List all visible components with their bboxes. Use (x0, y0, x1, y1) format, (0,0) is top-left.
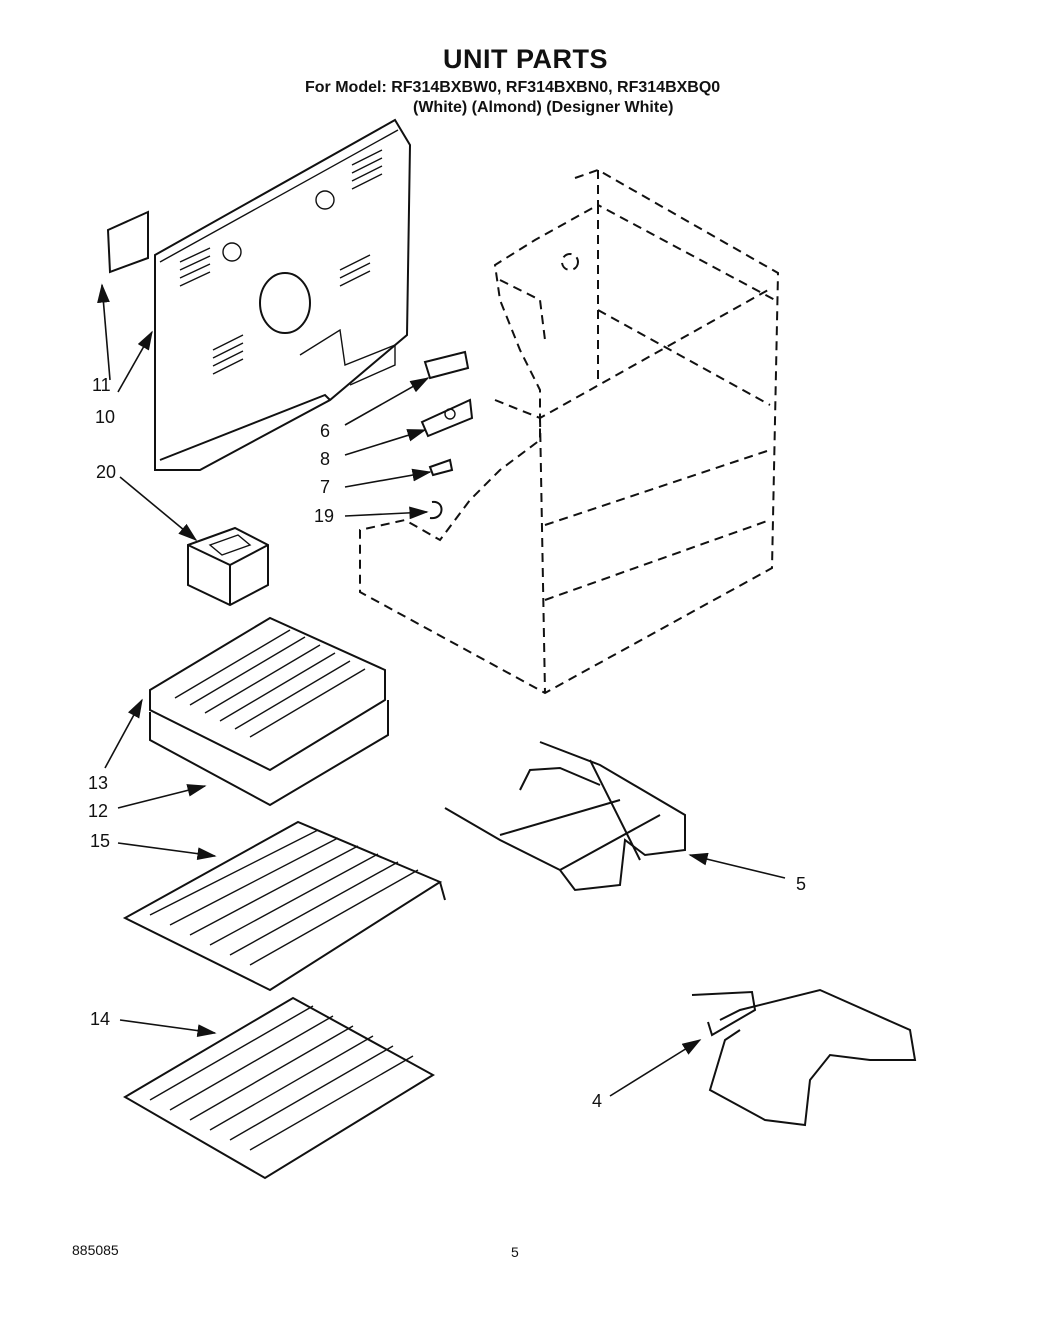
callout-10: 10 (95, 407, 116, 427)
control-box (187, 526, 269, 607)
bracket-8 (420, 398, 474, 438)
callout-19: 19 (314, 506, 335, 526)
broil-element (444, 741, 686, 892)
oven-cavity-outline (359, 168, 780, 695)
callout-5: 5 (796, 874, 807, 894)
callout-20: 20 (96, 462, 117, 482)
callout-8: 8 (320, 449, 331, 469)
bake-element (691, 988, 917, 1127)
oven-rack-lower (123, 996, 435, 1180)
callout-leaders (97, 283, 786, 1097)
broiler-pan-and-grid (149, 616, 389, 807)
callout-7: 7 (320, 477, 331, 497)
callout-13: 13 (88, 773, 109, 793)
page-title: UNIT PARTS (443, 44, 608, 74)
model-list: For Model: RF314BXBW0, RF314BXBN0, RF314… (305, 79, 721, 96)
document-number: 885085 (72, 1242, 119, 1258)
callout-14: 14 (90, 1009, 111, 1029)
callout-4: 4 (592, 1091, 603, 1111)
bracket-6 (423, 350, 470, 380)
callout-6: 6 (320, 421, 331, 441)
wire-clip-19 (429, 500, 443, 520)
callout-11: 11 (92, 375, 111, 395)
rear-panel (154, 118, 412, 471)
callout-12: 12 (88, 801, 109, 821)
callout-15: 15 (90, 831, 111, 851)
oven-rack-upper (122, 820, 446, 992)
insulation-gasket (106, 210, 149, 274)
color-variants: (White) (Almond) (Designer White) (413, 99, 674, 116)
clip-7 (428, 458, 454, 477)
page-number: 5 (511, 1244, 519, 1260)
